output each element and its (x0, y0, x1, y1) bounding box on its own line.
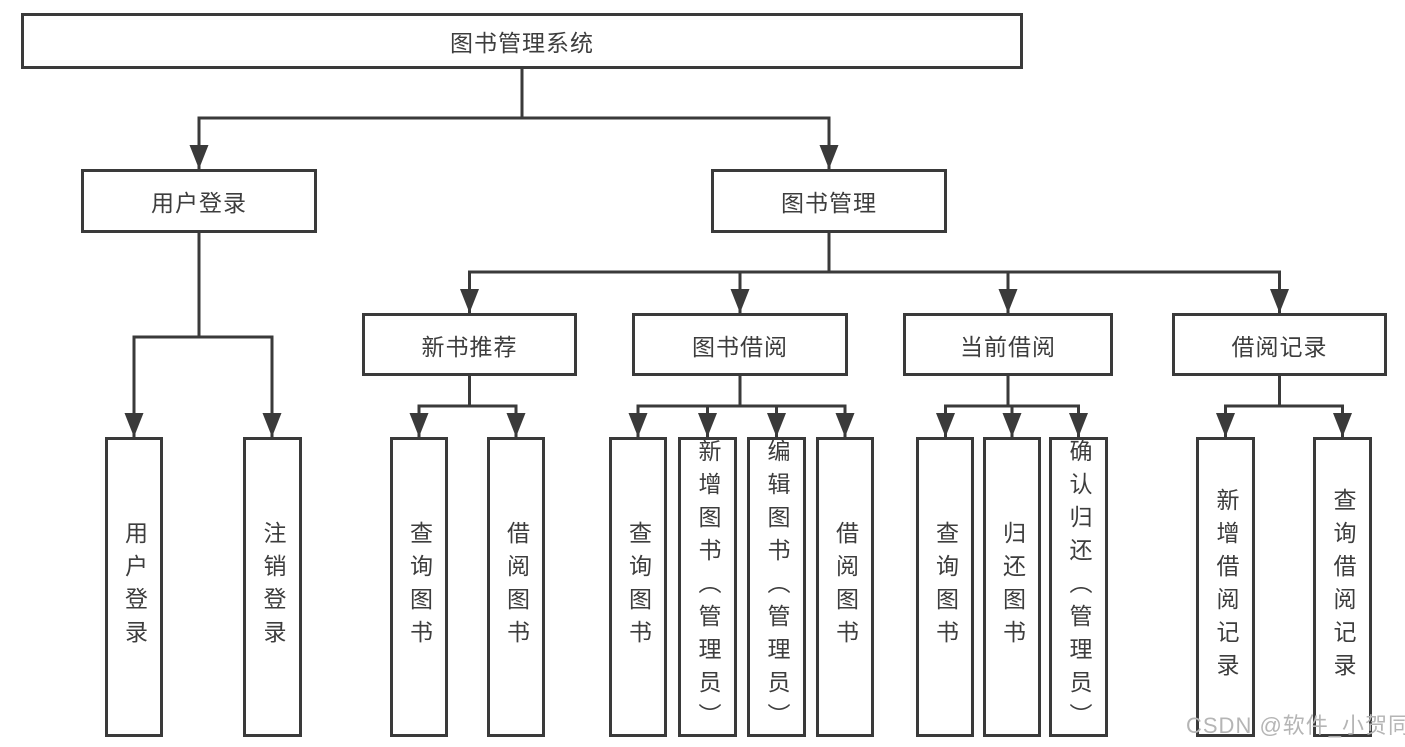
leaf-bb-borrow-books: 借阅图书 (816, 437, 874, 737)
leaf-bb-edit-books-admin: 编辑图书（管理员） (747, 437, 806, 737)
node-current-borrowing: 当前借阅 (903, 313, 1113, 376)
leaf-bb-add-books-admin: 新增图书（管理员） (678, 437, 737, 737)
node-borrowing-records: 借阅记录 (1172, 313, 1387, 376)
leaf-logout: 注销登录 (243, 437, 302, 737)
node-book-management: 图书管理 (711, 169, 947, 233)
leaf-cb-confirm-return-admin: 确认归还（管理员） (1049, 437, 1108, 737)
leaf-user-login: 用户登录 (105, 437, 163, 737)
node-library-system: 图书管理系统 (21, 13, 1023, 69)
leaf-br-add-record: 新增借阅记录 (1196, 437, 1255, 737)
leaf-nr-query-books: 查询图书 (390, 437, 448, 737)
leaf-bb-query-books: 查询图书 (609, 437, 667, 737)
leaf-cb-query-books: 查询图书 (916, 437, 974, 737)
leaf-nr-borrow-books: 借阅图书 (487, 437, 545, 737)
node-new-book-recommend: 新书推荐 (362, 313, 577, 376)
node-user-login: 用户登录 (81, 169, 317, 233)
leaf-cb-return-books: 归还图书 (983, 437, 1041, 737)
watermark-text: CSDN @软件_小贺同学 (1186, 713, 1405, 738)
node-book-borrowing: 图书借阅 (632, 313, 848, 376)
leaf-br-query-record: 查询借阅记录 (1313, 437, 1372, 737)
